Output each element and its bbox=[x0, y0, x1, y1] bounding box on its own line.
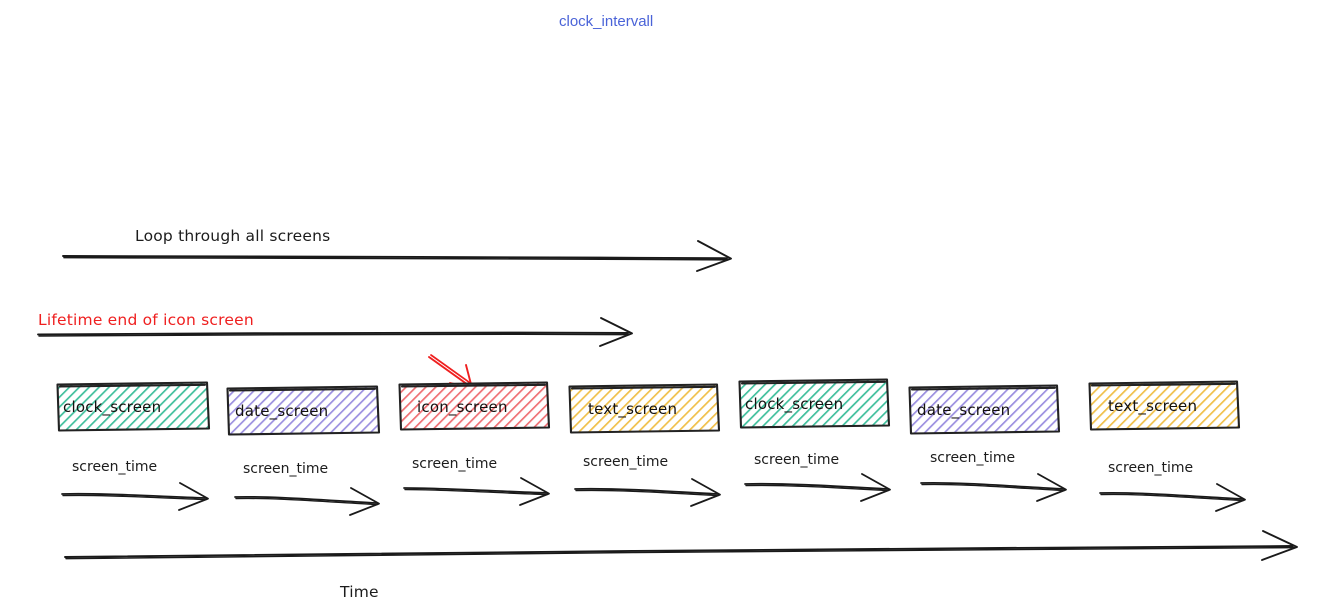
screen-box-clock-screen-1[interactable]: clock_screen bbox=[56, 381, 211, 432]
screen-box-clock-screen-2[interactable]: clock_screen bbox=[738, 378, 891, 429]
screen-box-label: date_screen bbox=[235, 402, 328, 421]
page-title: clock_intervall bbox=[559, 13, 653, 30]
screen-time-label: screen_time bbox=[930, 450, 1015, 466]
screen-time-group-5: screen_time bbox=[744, 452, 891, 502]
screen-time-label: screen_time bbox=[583, 454, 668, 470]
screen-time-label: screen_time bbox=[243, 461, 328, 477]
screen-box-icon-screen[interactable]: icon_screen bbox=[398, 381, 551, 431]
screen-box-text-screen-1[interactable]: text_screen bbox=[568, 383, 721, 434]
loop-arrow-label: Loop through all screens bbox=[135, 227, 330, 245]
screen-time-group-6: screen_time bbox=[920, 450, 1067, 502]
screen-box-label: clock_screen bbox=[63, 398, 161, 417]
time-axis-arrow bbox=[64, 530, 1298, 561]
screen-time-group-7: screen_time bbox=[1099, 460, 1246, 512]
screen-box-date-screen-2[interactable]: date_screen bbox=[908, 384, 1061, 435]
screen-time-group-1: screen_time bbox=[61, 459, 209, 511]
lifetime-end-arrow bbox=[37, 317, 633, 347]
loop-through-all-screens-arrow bbox=[62, 240, 732, 272]
screen-time-label: screen_time bbox=[754, 452, 839, 468]
screen-box-label: text_screen bbox=[1108, 397, 1197, 416]
screen-time-label: screen_time bbox=[412, 456, 497, 472]
screen-box-date-screen-1[interactable]: date_screen bbox=[226, 385, 381, 436]
screen-time-group-2: screen_time bbox=[234, 461, 380, 516]
screen-time-group-3: screen_time bbox=[403, 456, 550, 506]
screen-box-text-screen-2[interactable]: text_screen bbox=[1088, 380, 1241, 431]
time-axis-label: Time bbox=[339, 583, 379, 601]
screen-box-label: icon_screen bbox=[417, 398, 508, 417]
screen-box-label: clock_screen bbox=[745, 395, 843, 414]
screen-box-label: date_screen bbox=[917, 401, 1010, 420]
lifetime-arrow-label: Lifetime end of icon screen bbox=[38, 311, 254, 329]
screen-box-label: text_screen bbox=[588, 400, 677, 419]
screen-time-label: screen_time bbox=[1108, 460, 1193, 476]
screen-time-label: screen_time bbox=[72, 459, 157, 475]
screen-time-group-4: screen_time bbox=[574, 454, 721, 507]
